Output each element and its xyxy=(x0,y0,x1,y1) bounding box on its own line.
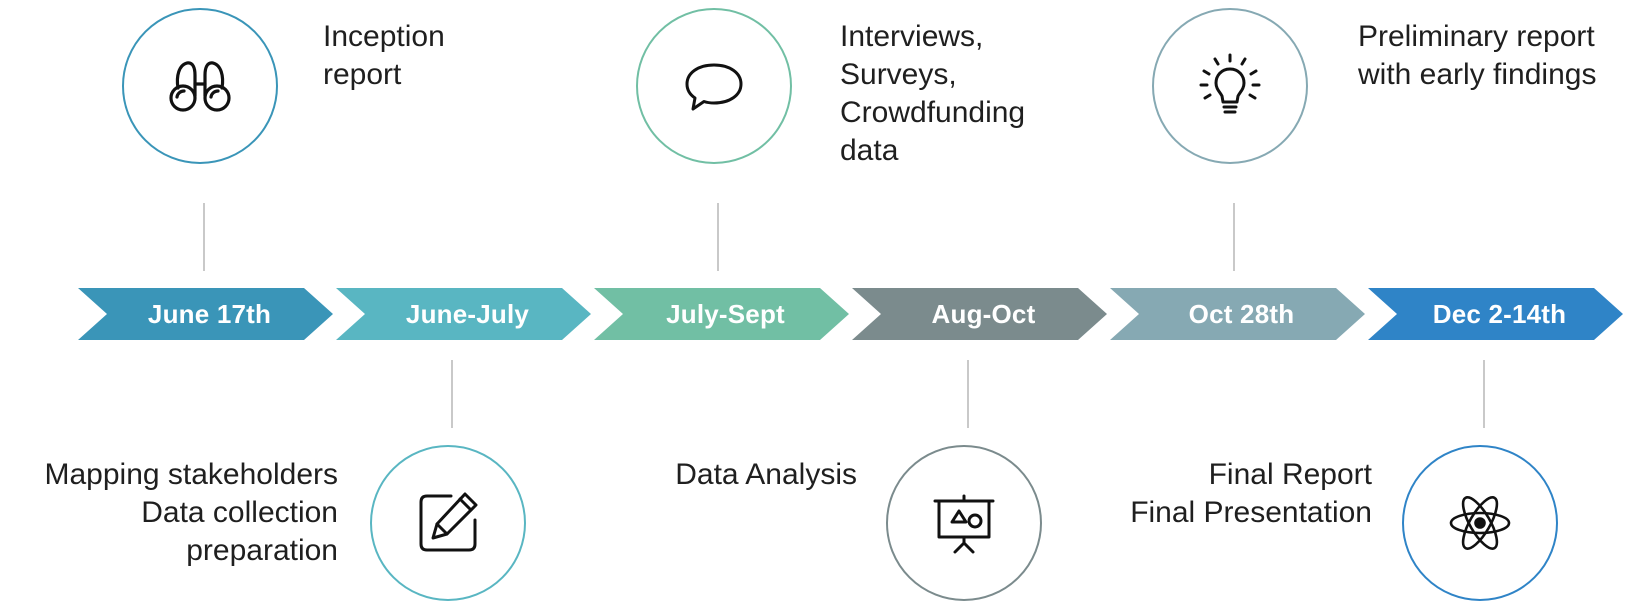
pencil-square-icon xyxy=(419,492,478,552)
milestone-circle-3 xyxy=(636,8,792,164)
phase-chevron-5: Oct 28th xyxy=(1110,288,1365,340)
phase-chevron-4: Aug-Oct xyxy=(852,288,1107,340)
milestone-label-2: Mapping stakeholders Data collection pre… xyxy=(44,458,338,567)
milestone-circle-6 xyxy=(1402,445,1558,601)
milestone-circle-2 xyxy=(370,445,526,601)
connector-line-1 xyxy=(203,203,205,271)
atom-icon xyxy=(1449,496,1511,550)
milestone-circle-4 xyxy=(886,445,1042,601)
connector-line-5 xyxy=(1233,203,1235,271)
speech-bubble-icon xyxy=(685,63,743,111)
milestone-label-5: Preliminary report with early findings xyxy=(1358,20,1597,91)
presentation-board-icon xyxy=(933,494,995,554)
phase-chevron-1: June 17th xyxy=(78,288,333,340)
milestone-label-3: Interviews, Surveys, Crowdfunding data xyxy=(840,20,1026,167)
phase-chevron-6: Dec 2-14th xyxy=(1368,288,1623,340)
phase-chevron-2: June-July xyxy=(336,288,591,340)
binoculars-icon xyxy=(169,61,231,112)
milestone-label-1: Inception report xyxy=(323,20,445,91)
connector-line-2 xyxy=(451,360,453,428)
connector-line-4 xyxy=(967,360,969,428)
milestone-label-4: Data Analysis xyxy=(675,458,857,491)
milestone-circle-5 xyxy=(1152,8,1308,164)
milestone-label-6: Final Report Final Presentation xyxy=(1130,458,1372,529)
phase-chevron-3: July-Sept xyxy=(594,288,849,340)
milestone-circle-1 xyxy=(122,8,278,164)
lightbulb-icon xyxy=(1199,53,1261,114)
connector-line-3 xyxy=(717,203,719,271)
connector-line-6 xyxy=(1483,360,1485,428)
